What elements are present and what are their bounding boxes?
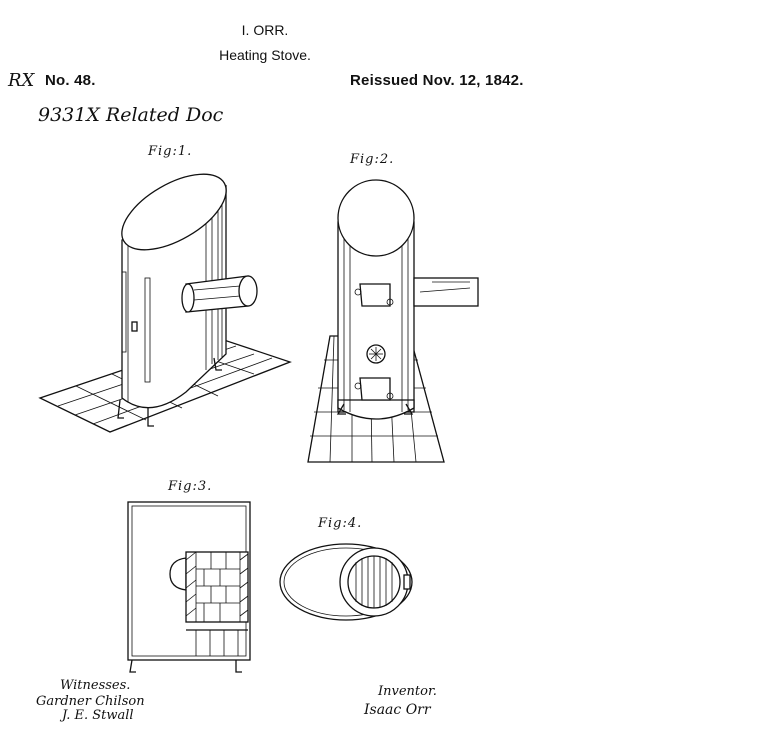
fig3-label: Fig:3.	[168, 479, 213, 494]
inventor-label: Inventor.	[378, 684, 437, 699]
witnesses-label: Witnesses.	[60, 678, 131, 693]
patent-number: No. 48.	[45, 72, 96, 89]
fig2-drawing	[307, 179, 479, 463]
fig4-drawing	[279, 543, 413, 621]
handwritten-note: 9331X Related Doc	[38, 104, 224, 126]
handwritten-mark: RX	[8, 70, 35, 91]
fig3-drawing	[127, 501, 251, 673]
reissue-date: Reissued Nov. 12, 1842.	[350, 72, 524, 89]
patent-title: Heating Stove.	[219, 47, 311, 63]
fig2-label: Fig:2.	[350, 152, 395, 167]
witness-signature-2: J. E. Stwall	[62, 708, 134, 723]
inventor-name: I. ORR.	[241, 22, 289, 38]
fig1-drawing	[38, 173, 292, 433]
inventor-signature: Isaac Orr	[364, 702, 431, 718]
fig4-label: Fig:4.	[318, 516, 363, 531]
witness-signature-1: Gardner Chilson	[36, 694, 145, 709]
fig1-label: Fig:1.	[148, 144, 193, 159]
